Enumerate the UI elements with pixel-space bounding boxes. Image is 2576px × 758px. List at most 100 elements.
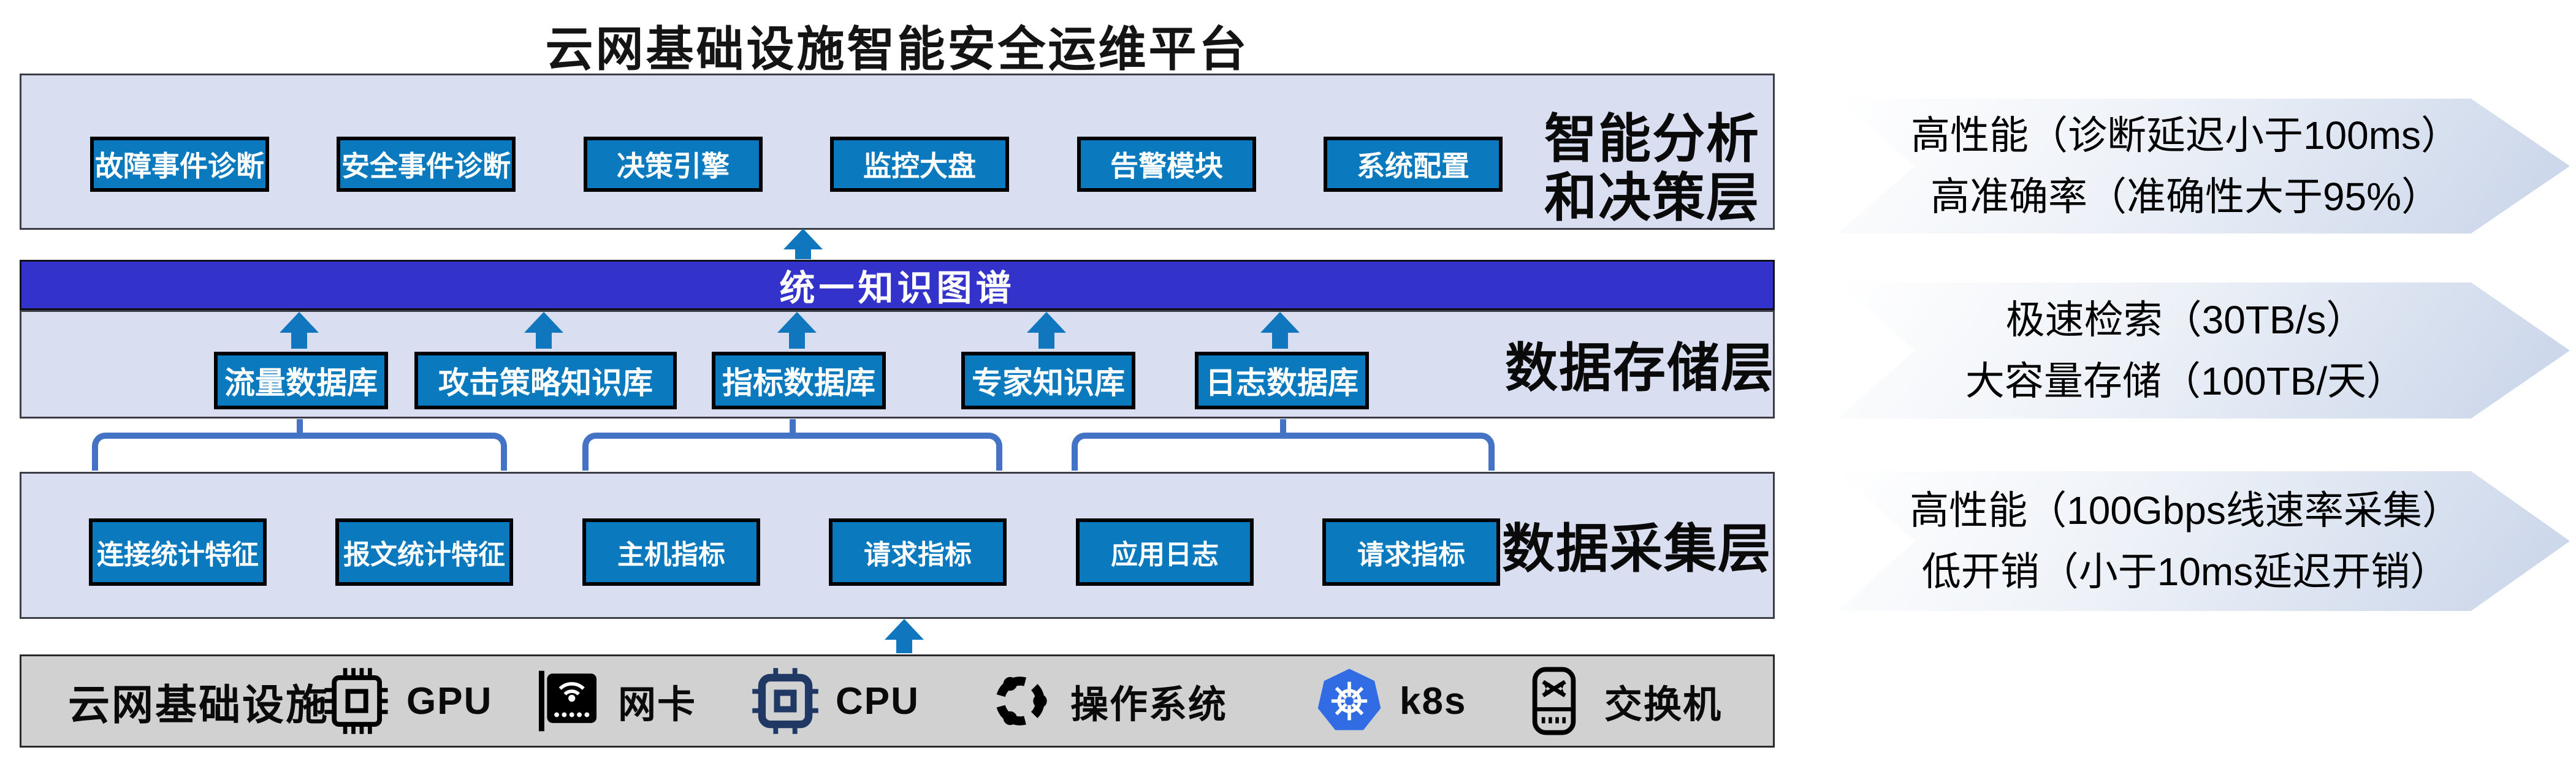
- module-label: 告警模块: [1110, 150, 1223, 182]
- banner-line: 高性能（诊断延迟小于100ms）: [1910, 113, 2461, 157]
- bracket-log-sources: [1072, 419, 1495, 471]
- bracket-metric-sources: [582, 419, 1002, 471]
- analysis-layer-label-line2: 和决策层: [1544, 169, 1760, 227]
- module-decision-engine: 决策引擎: [584, 137, 763, 192]
- arrow-expert-to-kg: [1027, 312, 1066, 349]
- module-label: 日志数据库: [1205, 366, 1358, 400]
- module-label: 请求指标: [1357, 540, 1465, 570]
- arrow-tail: [789, 333, 805, 349]
- bracket-tick: [1280, 419, 1286, 435]
- analysis-layer-label-line1: 智能分析: [1544, 110, 1760, 169]
- arrow-head: [777, 312, 817, 333]
- module-security-event-diagnosis: 安全事件诊断: [337, 137, 516, 192]
- infra-item-gpu: GPU: [322, 656, 492, 746]
- arrow-tail: [896, 640, 912, 653]
- data-storage-layer-band: 流量数据库 攻击策略知识库 指标数据库 专家知识库 日志数据库 数据存储层: [20, 310, 1775, 419]
- collector-host-metrics: 主机指标: [582, 518, 760, 586]
- storage-layer-label: 数据存储层: [1505, 339, 1775, 398]
- infra-item-cpu: CPU: [751, 656, 920, 746]
- data-collection-layer-band: 连接统计特征 报文统计特征 主机指标 请求指标 应用日志 请求指标 数据采集层: [20, 472, 1775, 619]
- module-label: 主机指标: [617, 540, 725, 570]
- k8s-label: k8s: [1400, 680, 1467, 722]
- module-label: 安全事件诊断: [341, 150, 511, 182]
- arrow-infra-to-collection: [885, 619, 924, 653]
- infra-item-k8s: k8s: [1315, 656, 1466, 746]
- analysis-decision-layer-band: 故障事件诊断 安全事件诊断 决策引擎 监控大盘 告警模块 系统配置 智能分析 和…: [20, 74, 1775, 230]
- infra-item-os: 操作系统: [986, 656, 1227, 746]
- banner-line: 高准确率（准确性大于95%）: [1930, 175, 2441, 219]
- collector-request-metrics-1: 请求指标: [829, 518, 1007, 586]
- module-label: 指标数据库: [722, 366, 875, 400]
- infrastructure-bar: 云网基础设施 GPU: [20, 654, 1775, 748]
- db-log-database: 日志数据库: [1195, 352, 1369, 409]
- arrow-head: [524, 312, 563, 333]
- arrow-head: [783, 229, 823, 249]
- bracket-tick: [789, 419, 796, 435]
- network-switch-icon: [1532, 667, 1576, 735]
- cpu-label: CPU: [836, 680, 920, 722]
- db-expert-knowledge: 专家知识库: [961, 352, 1135, 409]
- module-label: 专家知识库: [972, 366, 1125, 400]
- module-label: 报文统计特征: [343, 540, 505, 570]
- infra-item-nic: 网卡: [533, 656, 696, 746]
- gpu-label: GPU: [406, 680, 493, 722]
- infra-item-switch: 交换机: [1520, 656, 1722, 746]
- module-label: 请求指标: [864, 540, 972, 570]
- banner-line: 极速检索（30TB/s）: [2005, 298, 2366, 342]
- module-fault-event-diagnosis: 故障事件诊断: [90, 137, 269, 192]
- arrow-head: [1260, 312, 1300, 333]
- ubuntu-os-icon: [996, 677, 1047, 726]
- unified-knowledge-graph-bar: 统一知识图谱: [20, 260, 1775, 310]
- cpu-chip-icon: [752, 668, 818, 734]
- benefit-banner-analysis: 高性能（诊断延迟小于100ms） 高准确率（准确性大于95%）: [1838, 99, 2570, 233]
- k8s-host-os-label: 操作系统: [1070, 684, 1228, 726]
- analysis-layer-label: 智能分析 和决策层: [1505, 110, 1799, 227]
- arrow-head: [885, 619, 924, 640]
- module-label: 流量数据库: [224, 366, 378, 400]
- module-label: 故障事件诊断: [95, 150, 264, 182]
- arrow-tail: [291, 333, 307, 349]
- kubernetes-icon: [1317, 669, 1381, 730]
- module-label: 攻击策略知识库: [438, 366, 653, 400]
- infrastructure-label: 云网基础设施: [68, 681, 330, 729]
- gpu-chip-icon: [324, 668, 388, 734]
- module-alert-module: 告警模块: [1077, 137, 1256, 192]
- arrow-log-to-kg: [1260, 312, 1300, 349]
- module-label: 连接统计特征: [97, 540, 259, 570]
- arrow-head: [280, 312, 319, 333]
- module-system-config: 系统配置: [1324, 137, 1503, 192]
- db-traffic-database: 流量数据库: [214, 352, 388, 409]
- network-card-icon: [538, 670, 597, 732]
- collector-request-metrics-2: 请求指标: [1322, 518, 1500, 586]
- nic-label: 网卡: [618, 684, 697, 726]
- collection-layer-label: 数据采集层: [1502, 520, 1772, 578]
- page-title: 云网基础设施智能安全运维平台: [545, 22, 1249, 76]
- arrow-tail: [795, 249, 811, 259]
- collector-connection-stats: 连接统计特征: [89, 518, 267, 586]
- arrow-metrics-to-kg: [777, 312, 817, 349]
- bracket-tick: [296, 419, 303, 435]
- module-label: 监控大盘: [863, 150, 976, 182]
- arrow-traffic-to-kg: [280, 312, 319, 349]
- collector-packet-stats: 报文统计特征: [335, 518, 513, 586]
- module-label: 系统配置: [1357, 150, 1469, 182]
- arrow-tail: [536, 333, 552, 349]
- infra-title-item: 云网基础设施: [68, 656, 329, 746]
- arrow-attack-to-kg: [524, 312, 563, 349]
- db-metrics-database: 指标数据库: [712, 352, 886, 409]
- arrow-tail: [1272, 333, 1288, 349]
- arrow-head: [1027, 312, 1066, 333]
- db-attack-policy-knowledge: 攻击策略知识库: [414, 352, 677, 409]
- benefit-banner-storage: 极速检索（30TB/s） 大容量存储（100TB/天）: [1838, 282, 2570, 419]
- module-monitoring-dashboard: 监控大盘: [830, 137, 1009, 192]
- knowledge-graph-label: 统一知识图谱: [779, 268, 1015, 308]
- module-label: 应用日志: [1111, 540, 1219, 570]
- module-label: 决策引擎: [617, 150, 730, 182]
- banner-line: 大容量存储（100TB/天）: [1965, 359, 2406, 403]
- switch-label: 交换机: [1604, 684, 1723, 726]
- benefit-banner-collection: 高性能（100Gbps线速率采集） 低开销（小于10ms延迟开销）: [1838, 471, 2570, 611]
- banner-line: 低开销（小于10ms延迟开销）: [1921, 550, 2450, 594]
- collector-app-logs: 应用日志: [1076, 518, 1254, 586]
- arrow-tail: [1038, 333, 1054, 349]
